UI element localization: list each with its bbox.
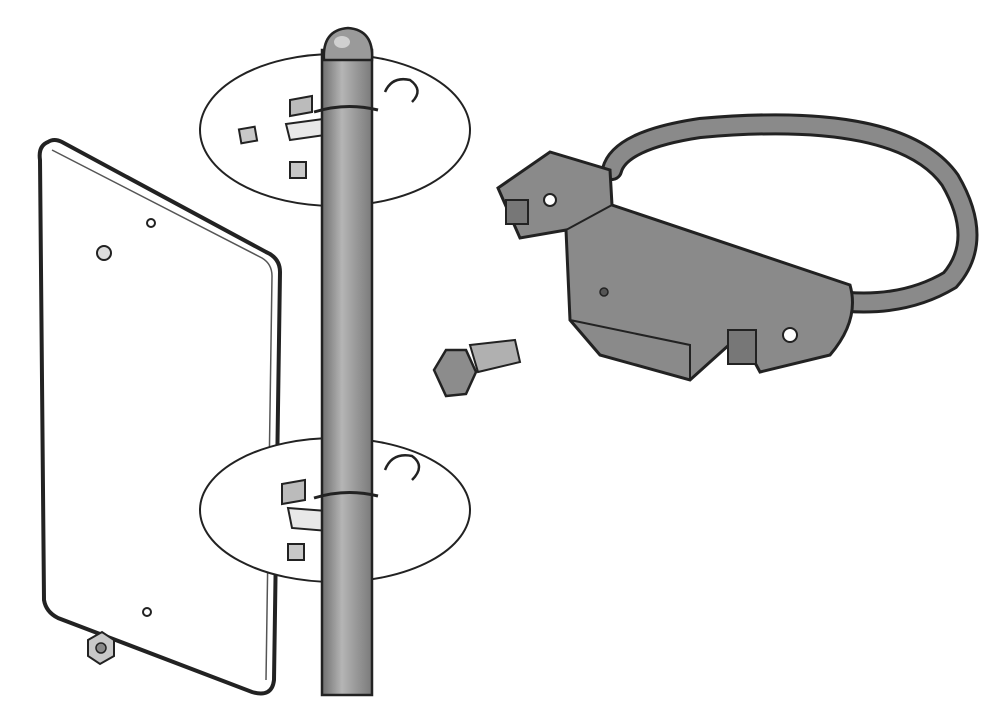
nut-icon xyxy=(87,630,115,666)
plate-hole-icon xyxy=(146,218,156,228)
bolt-icon xyxy=(432,338,522,398)
pole xyxy=(320,26,374,697)
plate-screw-icon xyxy=(96,245,112,261)
plate-hole-icon xyxy=(142,607,152,617)
mounting-plate xyxy=(37,138,283,696)
u-bolt-bracket xyxy=(496,113,979,382)
